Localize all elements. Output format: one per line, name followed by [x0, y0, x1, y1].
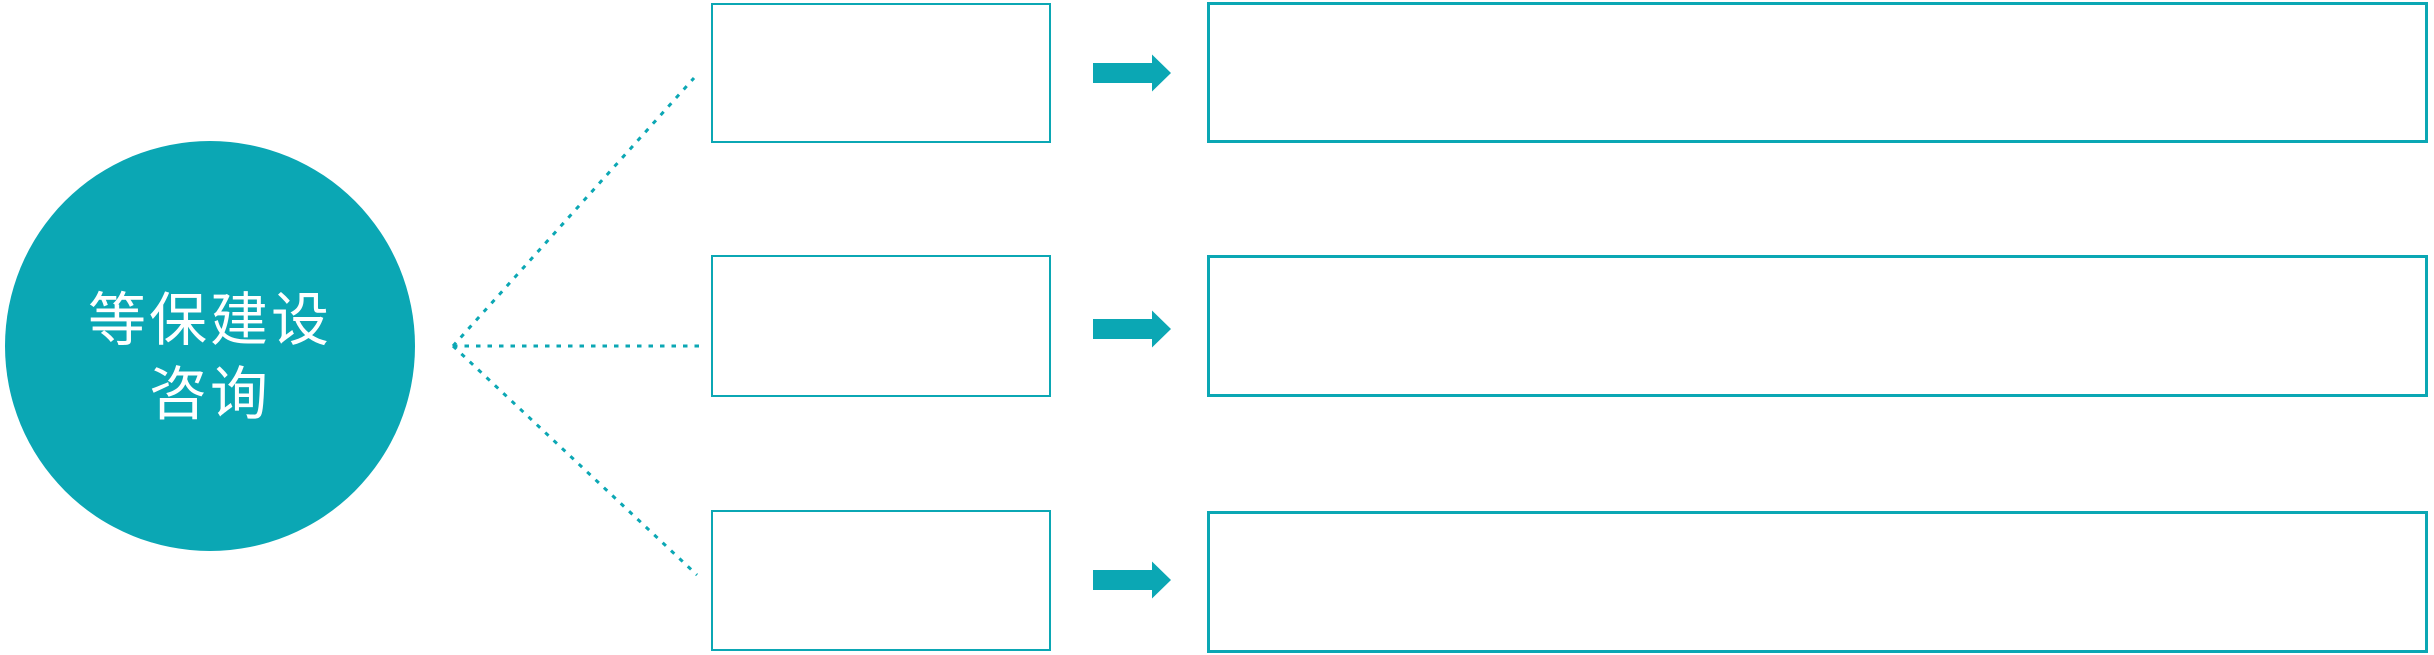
- description-box-3: [1207, 511, 2428, 653]
- right-arrow-icon-top: [1093, 54, 1171, 92]
- category-box-1: [711, 3, 1051, 143]
- category-box-3: [711, 510, 1051, 651]
- topic-circle-label-line2: 咨询: [148, 362, 271, 427]
- topic-circle-label-line1: 等保建设: [87, 287, 332, 353]
- description-box-2: [1207, 255, 2428, 397]
- description-box-1: [1207, 2, 2428, 143]
- category-box-2: [711, 255, 1051, 397]
- dotted-connector-top: [451, 76, 696, 348]
- right-arrow-icon-middle: [1093, 310, 1171, 348]
- right-arrow-icon-bottom: [1093, 561, 1171, 599]
- dotted-connector-bottom: [451, 344, 699, 577]
- topic-circle: 等保建设 咨询: [5, 141, 415, 551]
